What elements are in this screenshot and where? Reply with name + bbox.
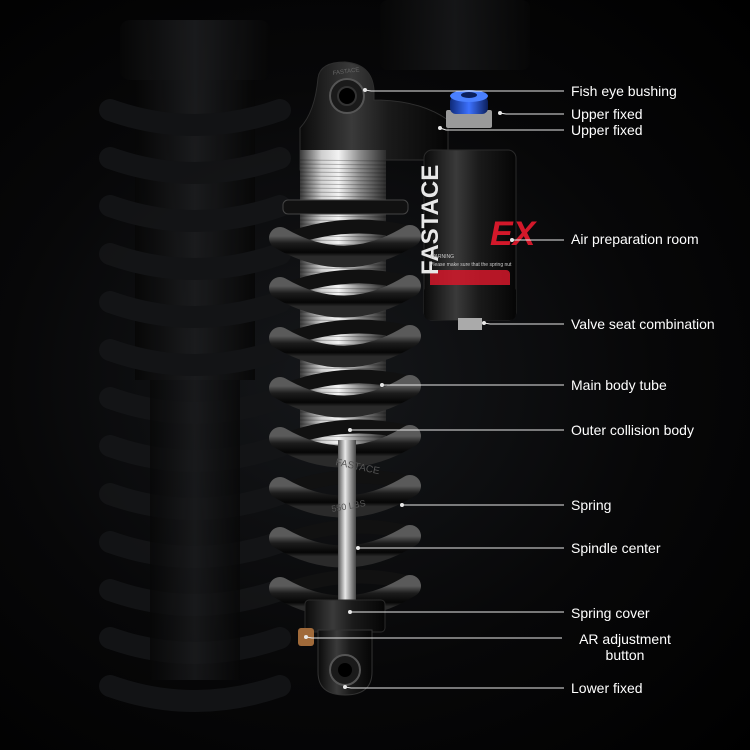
callout-label-fish-eye-bushing: Fish eye bushing bbox=[571, 83, 677, 99]
spring-coil bbox=[269, 325, 421, 368]
leader-dot-upper-fixed-2 bbox=[438, 126, 442, 130]
brand-logo-text: FASTACE bbox=[417, 165, 444, 275]
leader-dot-main-body-tube bbox=[380, 383, 384, 387]
lower-eyelet bbox=[317, 629, 373, 696]
leader-line-lower-fixed bbox=[344, 686, 564, 689]
leader-dot-spring bbox=[400, 503, 404, 507]
ghost-coil bbox=[99, 291, 291, 328]
spring-coil bbox=[269, 375, 421, 418]
leader-dot-valve-seat-combination bbox=[482, 321, 486, 325]
spindle-shaft bbox=[338, 440, 356, 620]
leader-lines bbox=[304, 88, 564, 689]
ghost-coil bbox=[99, 675, 291, 712]
spring-coil bbox=[269, 275, 421, 318]
leader-dot-fish-eye-bushing bbox=[363, 88, 367, 92]
svg-text:FASTACE: FASTACE bbox=[332, 67, 359, 77]
callout-label-spring-cover: Spring cover bbox=[571, 605, 650, 621]
callout-label-upper-fixed-2: Upper fixed bbox=[571, 122, 643, 138]
blue-adjuster-knob bbox=[446, 90, 492, 128]
warning-title: WARNING bbox=[430, 254, 454, 260]
callout-label-air-preparation-room: Air preparation room bbox=[571, 231, 699, 247]
leader-dot-spring-cover bbox=[348, 610, 352, 614]
callout-label-upper-fixed-1: Upper fixed bbox=[571, 106, 643, 122]
model-logo-text: EX bbox=[490, 215, 538, 253]
leader-dot-upper-fixed-1 bbox=[498, 111, 502, 115]
preload-collar bbox=[282, 199, 409, 215]
ghost-coil bbox=[99, 147, 291, 184]
leader-dot-spindle-center bbox=[356, 546, 360, 550]
leader-line-ar-adjustment-button bbox=[305, 636, 562, 639]
upper-mount: FASTACE bbox=[299, 61, 449, 171]
background-ghost-shock bbox=[99, 20, 291, 712]
spring-coil bbox=[269, 225, 421, 268]
leader-line-upper-fixed-2 bbox=[439, 127, 564, 131]
ghost-coil bbox=[99, 195, 291, 232]
leader-line-valve-seat-combination bbox=[483, 322, 564, 325]
leader-dot-ar-adjustment-button bbox=[304, 635, 308, 639]
spring-cover-part bbox=[298, 599, 386, 646]
background-ghost-reservoir bbox=[380, 0, 530, 70]
ghost-coil bbox=[99, 339, 291, 376]
ghost-coil bbox=[99, 243, 291, 280]
callout-label-lower-fixed: Lower fixed bbox=[571, 680, 643, 696]
leader-line-upper-fixed-1 bbox=[499, 112, 564, 115]
leader-dot-air-preparation-room bbox=[510, 238, 514, 242]
callout-label-outer-collision-body: Outer collision body bbox=[571, 422, 694, 438]
leader-dot-lower-fixed bbox=[343, 685, 347, 689]
leader-dot-outer-collision-body bbox=[348, 428, 352, 432]
ghost-coil bbox=[99, 99, 291, 136]
callout-label-spindle-center: Spindle center bbox=[571, 540, 661, 556]
callout-label-main-body-tube: Main body tube bbox=[571, 377, 667, 393]
reservoir-body: FASTACE EX WARNING Please make sure that… bbox=[417, 149, 538, 330]
warning-text: Please make sure that the spring nut bbox=[430, 262, 512, 268]
callout-label-valve-seat-combination: Valve seat combination bbox=[571, 316, 715, 332]
callout-label-ar-adjustment-button: AR adjustment button bbox=[579, 631, 671, 663]
leader-line-fish-eye-bushing bbox=[364, 89, 564, 92]
callout-label-spring: Spring bbox=[571, 497, 612, 513]
